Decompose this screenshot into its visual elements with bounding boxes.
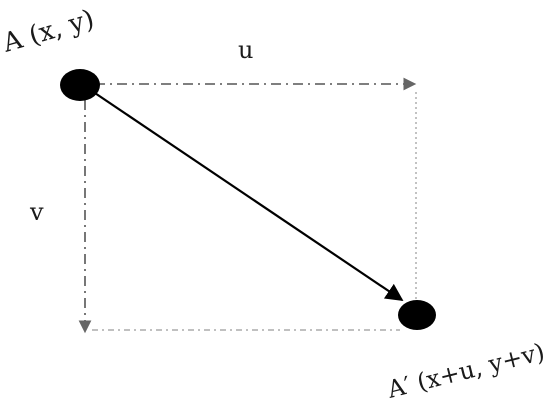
displacement-vector-arrow — [85, 86, 404, 301]
point-a-dot — [60, 69, 100, 101]
point-a-prime-dot — [398, 300, 436, 330]
v-label: v — [29, 198, 44, 226]
point-a-label: A (x, y) — [0, 4, 98, 59]
point-a-prime-label: A′ (x+u, y+v) — [384, 338, 548, 404]
u-label: u — [238, 36, 253, 64]
